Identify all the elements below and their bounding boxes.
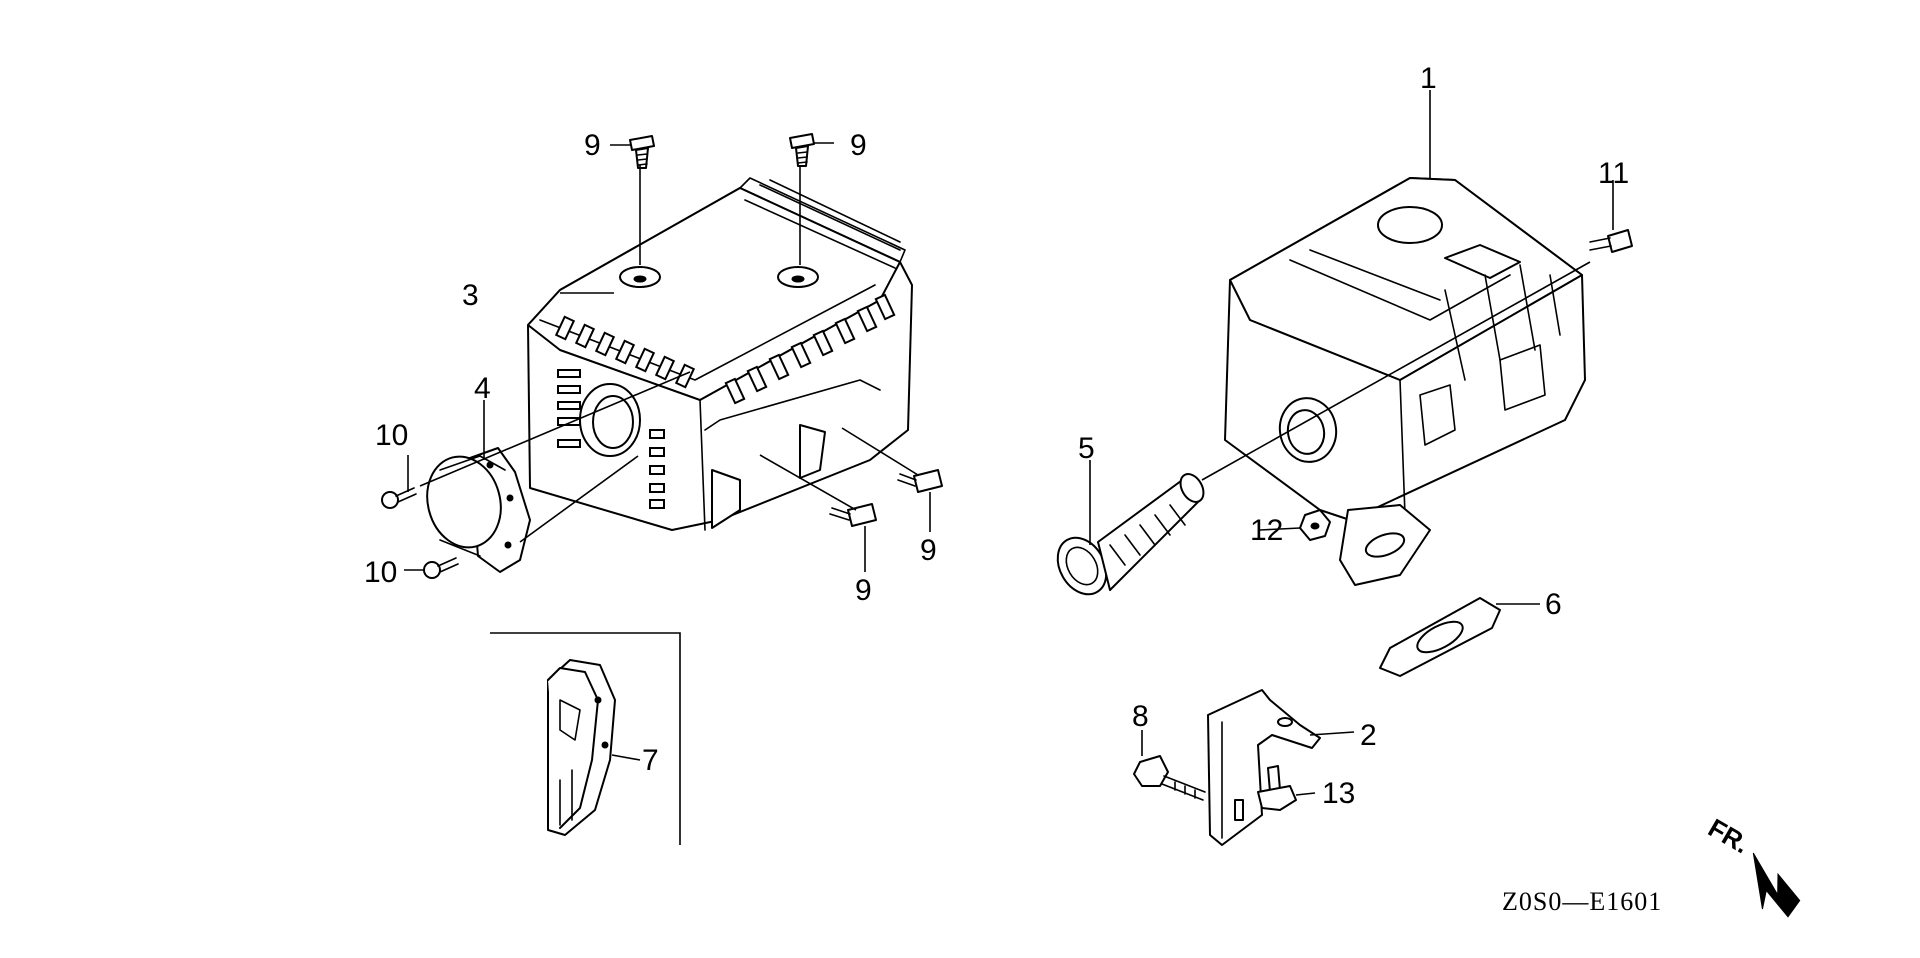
screw-11 [1589, 229, 1633, 253]
front-direction-indicator [1752, 852, 1801, 918]
callout-numbers: 1 2 3 4 5 6 7 8 9 9 9 9 10 10 11 12 13 [364, 62, 1629, 810]
muffler-bracket [1207, 689, 1321, 846]
muffler-gasket [1379, 597, 1501, 677]
callout-9-top-right: 9 [850, 129, 867, 162]
callout-8: 8 [1132, 700, 1149, 733]
nut-12 [1299, 509, 1331, 541]
callout-5: 5 [1078, 432, 1095, 465]
callout-11: 11 [1598, 157, 1629, 190]
callout-13: 13 [1322, 777, 1355, 810]
bolt-13 [1257, 765, 1297, 811]
drawing-code: Z0S0—E1601 [1502, 887, 1662, 916]
muffler-screen [1056, 473, 1205, 596]
leader-lines [404, 90, 1614, 796]
callout-9-side-bottom: 9 [855, 574, 872, 607]
screw-10-upper [381, 487, 417, 509]
screw-9-side-bottom [829, 503, 877, 527]
callout-12: 12 [1250, 514, 1283, 547]
callout-10-lower: 10 [364, 556, 397, 589]
front-direction-label: FR. [1703, 812, 1754, 859]
callout-4: 4 [474, 372, 491, 405]
muffler-protector [527, 177, 913, 531]
callout-9-top-left: 9 [584, 129, 601, 162]
exhaust-pipe [426, 447, 531, 573]
callout-3: 3 [462, 279, 479, 312]
screw-9-side-right [897, 469, 943, 493]
callout-6: 6 [1545, 588, 1562, 621]
callout-7: 7 [642, 744, 659, 777]
callout-10-upper: 10 [375, 419, 408, 452]
spark-arrester-inset [490, 632, 681, 845]
bolt-8 [1133, 755, 1206, 801]
callout-9-side-right: 9 [920, 534, 937, 567]
screw-10-lower [423, 557, 459, 579]
callout-1: 1 [1420, 62, 1437, 95]
muffler [1224, 177, 1586, 586]
callout-2: 2 [1360, 719, 1377, 752]
screw-9-top-right [789, 133, 815, 167]
screw-9-top-left [629, 135, 655, 169]
